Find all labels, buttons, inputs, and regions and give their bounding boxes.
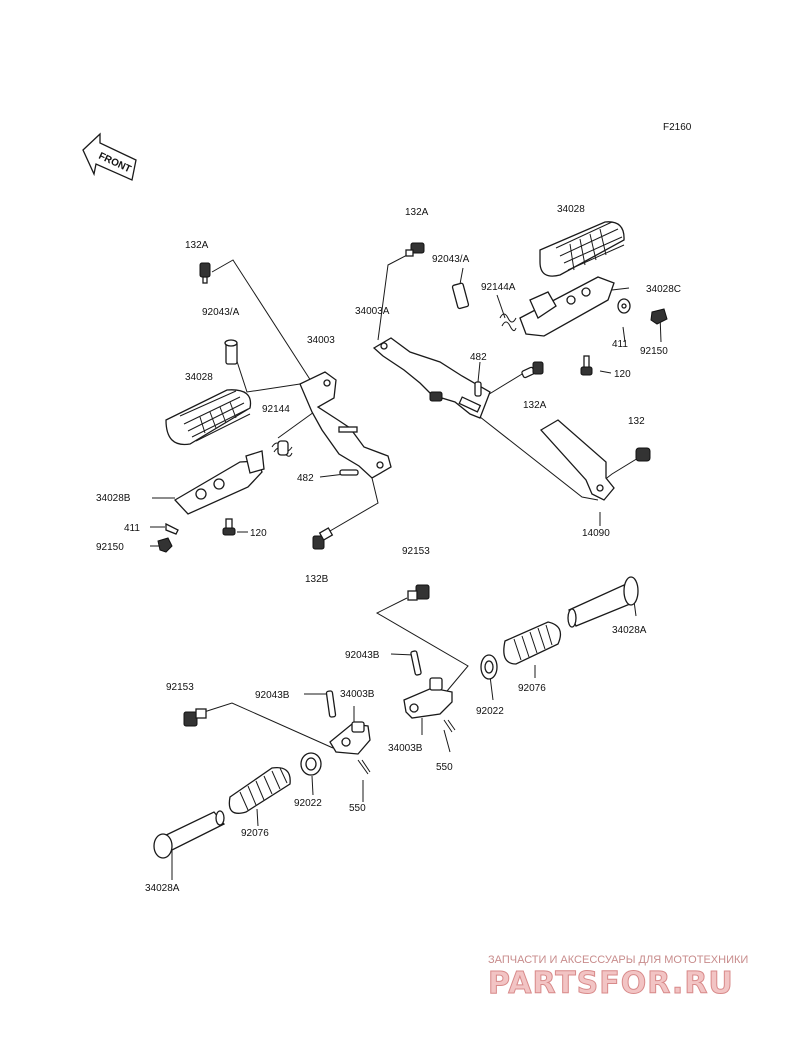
label-132a: 132A <box>523 400 547 411</box>
label-92144: 92144 <box>262 404 290 415</box>
label-411: 411 <box>124 523 140 534</box>
front-arrow-icon: FRONT <box>82 132 137 181</box>
pin-92043a-right <box>451 282 470 310</box>
label-92150: 92150 <box>640 346 668 357</box>
label-92022: 92022 <box>294 798 322 809</box>
bolt-132a-center <box>405 242 425 257</box>
bracket-34003b-left <box>329 721 371 755</box>
label-34028c: 34028C <box>646 284 681 295</box>
cotter-pin-550-left <box>357 759 371 775</box>
bolt-120-right <box>580 355 593 376</box>
washer-411-right <box>617 298 631 314</box>
label-482: 482 <box>297 473 314 484</box>
nut-92150-right <box>650 308 668 325</box>
label-550: 550 <box>436 762 453 773</box>
label-34003b: 34003B <box>388 743 423 754</box>
bolt-132a-left <box>199 262 211 284</box>
label-92043b: 92043B <box>345 650 380 661</box>
peg-34028a-left <box>153 810 226 859</box>
washer-92022-right <box>480 654 498 680</box>
peg-rubber-34028-right <box>539 221 625 277</box>
label-92144a: 92144A <box>481 282 516 293</box>
label-34028a: 34028A <box>145 883 180 894</box>
label-92153: 92153 <box>402 546 430 557</box>
pin-92043b-left <box>325 690 337 718</box>
cotter-pin-550-right <box>443 719 456 733</box>
watermark-brand: PARTSFOR.RU <box>488 966 734 1001</box>
watermark: ЗАПЧАСТИ И АКСЕССУАРЫ ДЛЯ МОТОТЕХНИКИ PA… <box>488 954 749 1002</box>
bolt-132a-right <box>521 361 544 379</box>
label-34003b: 34003B <box>340 689 375 700</box>
label-120: 120 <box>614 369 631 380</box>
label-132a: 132A <box>405 207 429 218</box>
bracket-34003a <box>372 337 491 419</box>
label-92022: 92022 <box>476 706 504 717</box>
bolt-132b <box>312 527 334 550</box>
label-34003: 34003 <box>307 335 335 346</box>
bolt-92153-left <box>183 708 207 727</box>
peg-body-34028b <box>173 450 265 515</box>
peg-34028a-right <box>567 576 639 628</box>
label-34028: 34028 <box>185 372 213 383</box>
bracket-34003 <box>299 371 392 479</box>
label-34028a: 34028A <box>612 625 647 636</box>
label-550: 550 <box>349 803 366 814</box>
label-482: 482 <box>470 352 487 363</box>
heel-guard-14090 <box>539 419 615 501</box>
label-92076: 92076 <box>241 828 269 839</box>
label-92043a: 92043/A <box>432 254 470 265</box>
bracket-34003b-right <box>403 677 453 719</box>
spring-92144a <box>499 313 517 332</box>
peg-body-34028c <box>519 276 615 337</box>
washer-92022-left <box>300 752 322 776</box>
label-92043a: 92043/A <box>202 307 240 318</box>
label-34028b: 34028B <box>96 493 131 504</box>
label-34003a: 34003A <box>355 306 390 317</box>
watermark-tagline: ЗАПЧАСТИ И АКСЕССУАРЫ ДЛЯ МОТОТЕХНИКИ <box>488 954 748 966</box>
spring-92144 <box>271 440 293 457</box>
nut-92150-left <box>157 537 173 553</box>
grip-92076-right <box>503 621 562 665</box>
label-120: 120 <box>250 528 267 539</box>
pin-482-right <box>474 381 482 397</box>
bolt-120-left <box>222 518 236 536</box>
callout-labels: 132A 34028 132A 92043/A 92144A 34028C 92… <box>96 204 681 894</box>
grip-92076-left <box>228 766 291 814</box>
label-411: 411 <box>612 339 628 350</box>
label-132: 132 <box>628 416 645 427</box>
figure-code: F2160 <box>663 122 692 133</box>
label-34028: 34028 <box>557 204 585 215</box>
pin-92043b-right <box>410 650 422 676</box>
bolt-92153-top <box>407 584 430 601</box>
bolt-132 <box>635 447 651 462</box>
label-132a: 132A <box>185 240 209 251</box>
pin-482-left <box>339 469 359 476</box>
label-132b: 132B <box>305 574 329 585</box>
peg-rubber-34028-left <box>165 389 252 446</box>
label-92043b: 92043B <box>255 690 290 701</box>
label-92150: 92150 <box>96 542 124 553</box>
washer-411-left <box>165 522 179 535</box>
leader-lines <box>150 252 662 880</box>
label-14090: 14090 <box>582 528 610 539</box>
label-92076: 92076 <box>518 683 546 694</box>
pin-92043a-left <box>224 339 238 365</box>
label-92153: 92153 <box>166 682 194 693</box>
